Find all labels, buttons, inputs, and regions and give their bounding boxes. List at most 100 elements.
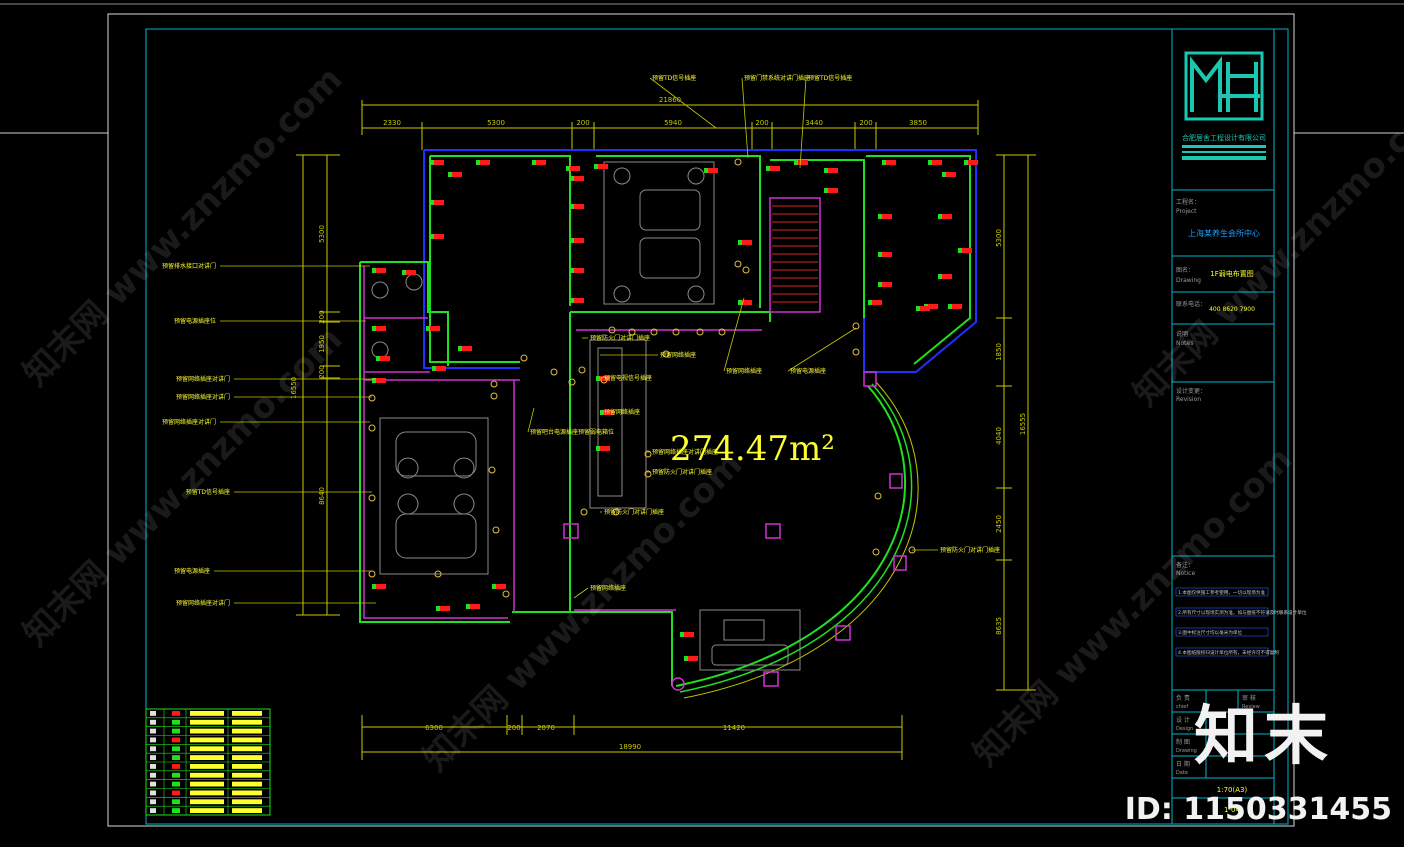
callout-text: 预留网络插座 xyxy=(604,408,640,416)
callout-text: 预留防火门对讲门插座 xyxy=(604,508,664,516)
socket-tab xyxy=(448,172,452,177)
socket-marker xyxy=(574,176,584,181)
device-dot xyxy=(662,350,670,358)
wall-green-left xyxy=(429,156,520,363)
callout-text: 预留网络插座对讲门 xyxy=(176,375,230,383)
phone-value: 400 8620 7900 xyxy=(1209,306,1255,313)
notes-label-en: Notes xyxy=(1176,340,1193,347)
dim-top-text: 5940 xyxy=(664,119,682,127)
device-dot xyxy=(734,158,742,166)
dim-left-text: 8640 xyxy=(318,487,326,505)
section-label-en: Notice xyxy=(1176,570,1195,577)
socket-marker xyxy=(604,410,614,415)
wall-green-room xyxy=(359,262,673,686)
socket-tab xyxy=(430,234,434,239)
callout-text: 预留TD信号插座 xyxy=(808,74,852,82)
dim-bottom-text: 6300 xyxy=(425,724,443,732)
socket-tab xyxy=(938,214,942,219)
socket-marker xyxy=(882,282,892,287)
socket-tab xyxy=(684,656,688,661)
sign-sub: chief xyxy=(1176,704,1188,710)
legend-index xyxy=(150,808,156,813)
socket-marker xyxy=(440,606,450,611)
socket-marker xyxy=(574,238,584,243)
sign-label: 制 图 xyxy=(1176,738,1190,746)
dim-top-text: 3850 xyxy=(909,119,927,127)
dim-right-text: 1850 xyxy=(995,343,1003,361)
socket-tab xyxy=(372,268,376,273)
socket-marker xyxy=(380,356,390,361)
legend-symbol xyxy=(172,737,180,743)
socket-tab xyxy=(566,166,570,171)
device-dot xyxy=(502,590,510,598)
socket-marker xyxy=(406,270,416,275)
legend-index xyxy=(150,790,156,796)
furniture xyxy=(371,161,801,671)
device-dot xyxy=(852,322,860,330)
brand-id: ID: 1150331455 xyxy=(1124,792,1392,827)
device-dot xyxy=(490,380,498,388)
legend-note xyxy=(232,728,262,734)
callout-text: 预留吧台电源插座预留弱电箱位 xyxy=(530,428,614,436)
dim-top-text: 5300 xyxy=(487,119,505,127)
legend-index xyxy=(150,728,156,734)
callout-text: 预留网络插座 xyxy=(660,351,696,359)
legend-note xyxy=(232,746,262,752)
socket-tab xyxy=(882,160,886,165)
socket-marker xyxy=(376,326,386,331)
scale-value: 1:70(A3) xyxy=(1217,786,1248,794)
dim-right-text: 2450 xyxy=(995,515,1003,533)
callout-text: 预留TD信号插座 xyxy=(652,74,696,82)
socket-tab xyxy=(426,326,430,331)
dim-top-text: 200 xyxy=(755,119,768,127)
dim-top-text: 21860 xyxy=(659,96,681,104)
device-dot xyxy=(568,378,576,386)
dim-top-text: 2330 xyxy=(383,119,401,127)
socket-tab xyxy=(430,200,434,205)
device-dot xyxy=(490,392,498,400)
legend-desc xyxy=(190,799,224,805)
legend-desc xyxy=(190,781,224,787)
note-text: 1.本图仅供施工参考使用，一切以现场为准 xyxy=(1178,589,1265,596)
company-name: 合肥居舍工程设计有限公司 xyxy=(1182,133,1266,142)
socket-tab xyxy=(600,410,604,415)
socket-tab xyxy=(570,238,574,243)
socket-marker xyxy=(882,214,892,219)
legend-note xyxy=(232,781,262,787)
socket-tab xyxy=(458,346,462,351)
title-block: 合肥居舍工程设计有限公司 工程名： Project 上海某养生会所中心 图名： … xyxy=(1171,28,1307,825)
socket-marker xyxy=(376,268,386,273)
dim-left-text: 16550 xyxy=(290,377,298,399)
legend-note xyxy=(232,755,262,760)
socket-tab xyxy=(596,446,600,451)
sign-sub-2: Review xyxy=(1242,704,1260,710)
structural-columns xyxy=(563,371,907,691)
legend-note xyxy=(232,711,262,716)
socket-marker xyxy=(920,306,930,311)
socket-tab xyxy=(948,304,952,309)
callout-text: 预留电视信号插座 xyxy=(604,374,652,382)
socket-tab xyxy=(738,240,742,245)
device-dot xyxy=(368,570,376,578)
socket-tab xyxy=(430,160,434,165)
socket-tab xyxy=(938,274,942,279)
device-dot xyxy=(696,328,704,336)
socket-marker xyxy=(968,160,978,165)
socket-marker xyxy=(376,584,386,589)
socket-marker xyxy=(600,446,610,451)
legend-note xyxy=(232,719,262,725)
socket-marker xyxy=(574,204,584,209)
socket-tab xyxy=(476,160,480,165)
socket-marker xyxy=(708,168,718,173)
callout-leader xyxy=(787,327,857,372)
callout-leader xyxy=(723,297,745,372)
sign-label: 设 计 xyxy=(1176,716,1190,724)
legend-symbol xyxy=(172,781,180,787)
legend-note xyxy=(232,799,262,805)
device-dot xyxy=(612,508,620,516)
area-label: 274.47m² xyxy=(670,429,835,469)
device-dot xyxy=(644,470,652,478)
socket-marker xyxy=(798,160,808,165)
wall-blue-outer xyxy=(424,149,977,373)
